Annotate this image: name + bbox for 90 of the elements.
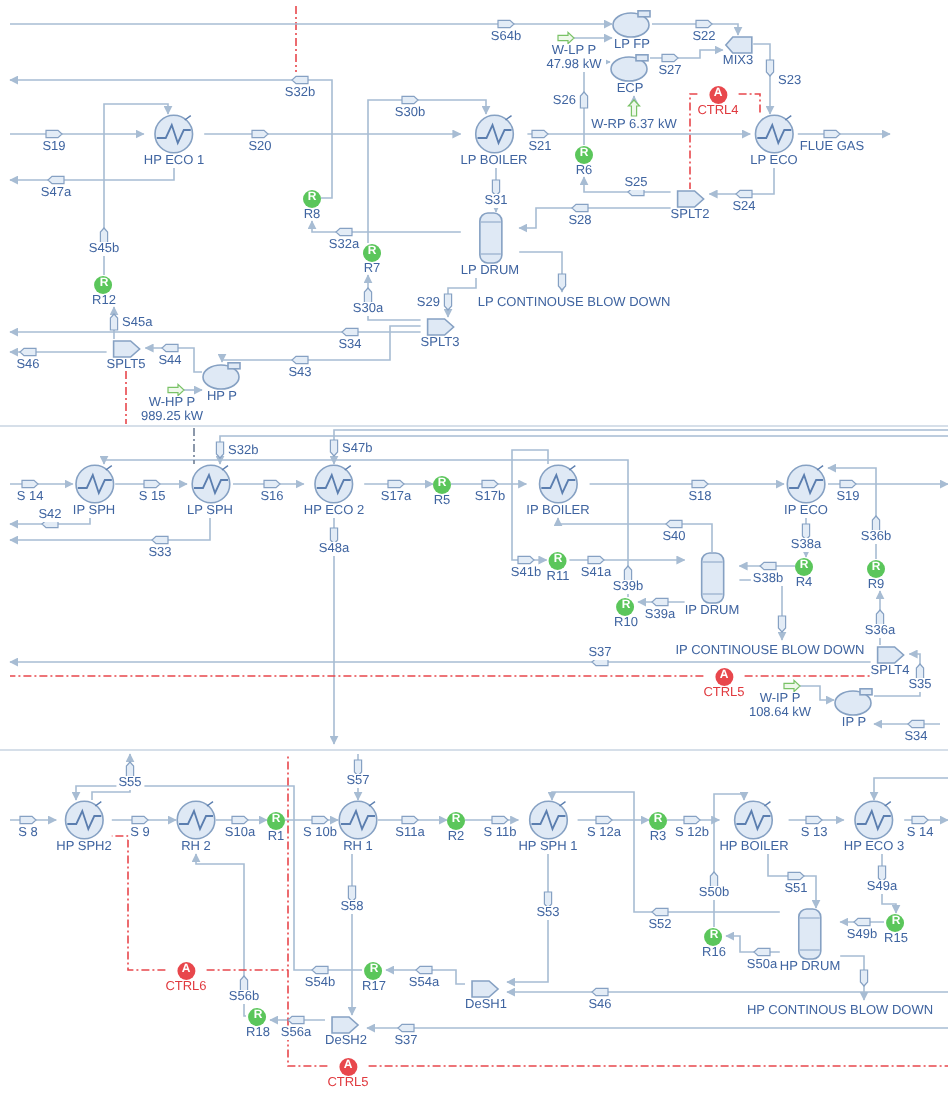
stream-line — [637, 597, 686, 607]
stream-line — [215, 815, 268, 825]
stream-line — [9, 815, 57, 825]
stream-line — [71, 785, 363, 971]
stream-line — [666, 815, 721, 825]
stream-line — [377, 815, 448, 825]
stream-line — [573, 33, 613, 43]
stream-line — [9, 19, 613, 29]
stream-line — [875, 590, 885, 646]
stream-line — [329, 517, 339, 745]
signal-line — [287, 755, 329, 1067]
stream-line — [215, 435, 948, 465]
stream-line — [109, 306, 119, 340]
stream-line — [443, 277, 477, 318]
stream-line — [568, 555, 686, 565]
stream-line — [903, 815, 948, 825]
stream-line — [787, 815, 845, 825]
stream-line — [363, 479, 434, 489]
stream-line — [232, 479, 305, 489]
stream-line — [464, 815, 520, 825]
stream-line — [284, 815, 339, 825]
signal-line — [689, 93, 699, 190]
stream-line — [9, 479, 74, 489]
signal-line — [111, 835, 167, 971]
stream-line — [767, 853, 821, 909]
stream-line — [506, 987, 948, 997]
stream-line — [366, 1023, 948, 1033]
stream-line — [827, 463, 877, 560]
signal-line — [367, 1065, 948, 1067]
stream-line — [9, 129, 145, 139]
signal-line — [743, 675, 872, 677]
stream-line — [576, 815, 650, 825]
stream-line — [9, 517, 211, 545]
stream-line — [269, 1015, 326, 1025]
stream-line — [99, 455, 629, 598]
stream-line — [191, 853, 247, 1017]
stream-line — [183, 385, 203, 395]
stream-line — [873, 719, 941, 729]
stream-line — [367, 99, 491, 244]
stream-line — [873, 649, 921, 697]
stream-line — [797, 129, 891, 139]
stream-line — [103, 103, 173, 276]
stream-line — [91, 753, 135, 801]
stream-line — [799, 685, 835, 705]
signal-line — [193, 427, 195, 465]
stream-line — [588, 479, 785, 489]
stream-line — [801, 517, 811, 558]
stream-line — [839, 955, 869, 1001]
stream-line — [511, 449, 549, 565]
stream-line — [518, 251, 567, 293]
stream-line — [9, 327, 422, 337]
stream-line — [506, 853, 549, 987]
signal-line — [205, 969, 289, 971]
stream-line — [217, 325, 422, 363]
stream-line — [649, 45, 724, 59]
stream-line — [363, 274, 422, 321]
stream-line — [629, 95, 639, 105]
stream-line — [869, 777, 948, 801]
stream-line — [353, 753, 363, 801]
stream-line — [547, 791, 781, 913]
stream-line — [518, 207, 672, 233]
stream-line — [347, 853, 357, 1016]
stream-line — [385, 965, 466, 985]
stream-line — [827, 479, 948, 489]
stream-line — [144, 343, 203, 373]
stream-line — [738, 561, 796, 571]
signal-line — [9, 675, 705, 677]
stream-line — [203, 129, 462, 139]
stream-line — [526, 129, 751, 139]
stream-line — [307, 220, 462, 233]
stream-line — [329, 429, 948, 465]
stream-line — [9, 517, 91, 529]
stream-line — [579, 176, 672, 193]
stream-line — [111, 815, 177, 825]
stream-line — [553, 517, 713, 553]
stream-line — [725, 931, 781, 953]
stream-line — [708, 167, 775, 199]
stream-line — [713, 791, 749, 928]
stream-line — [752, 43, 775, 115]
signal-line — [125, 370, 127, 425]
stream-line — [839, 917, 885, 927]
stream-line — [651, 23, 743, 36]
stream-line — [9, 167, 175, 185]
stream-line — [450, 479, 528, 489]
signal-line — [737, 93, 761, 115]
stream-line — [881, 853, 901, 914]
stream-line — [9, 347, 108, 357]
stream-line — [9, 75, 333, 199]
stream-line — [9, 657, 872, 667]
stream-line — [114, 479, 188, 489]
